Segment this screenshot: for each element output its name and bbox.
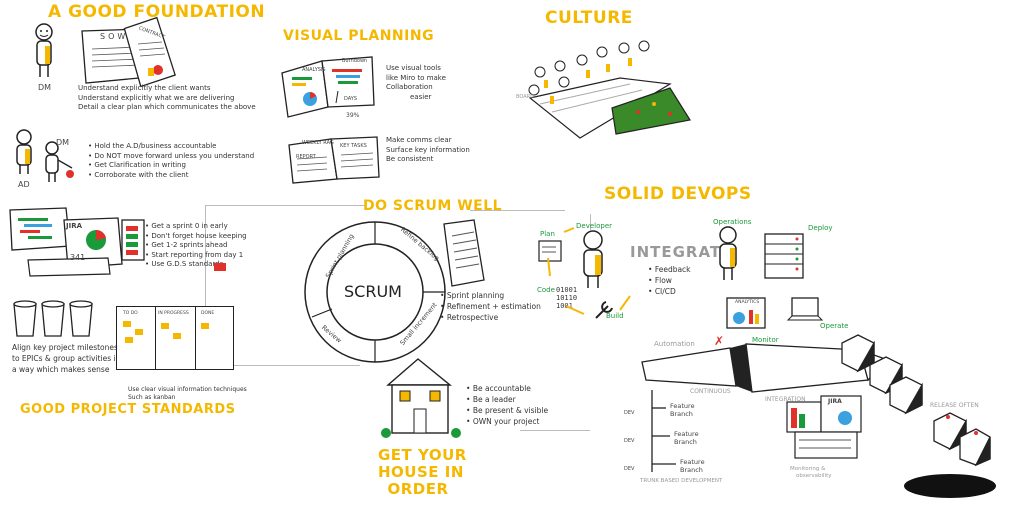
separator-line xyxy=(220,365,360,366)
trunk-branches-icon xyxy=(651,390,676,472)
days-label: DAYS xyxy=(344,96,358,102)
kanban-note: Use clear visual information techniques … xyxy=(128,386,247,401)
operations-label: Operations xyxy=(713,218,752,226)
deploy-label: Deploy xyxy=(808,224,833,232)
scrum-title: DO SCRUM WELL xyxy=(363,198,503,214)
feature-branch-3: Feature Branch xyxy=(680,458,705,474)
gds-logo-icon xyxy=(214,263,226,271)
monitor-label: Monitor xyxy=(752,336,779,344)
binary-code: 01001 10110 1001 xyxy=(556,286,578,310)
sow-label: SOW xyxy=(100,32,129,41)
monitoring-jira-label: JIRA xyxy=(828,398,842,405)
house-bullets: • Be accountable • Be a leader • Be pres… xyxy=(466,384,549,426)
analytics-label: ANALYTICS xyxy=(735,300,760,305)
project-standards-bullets: • Get a sprint 0 in early • Don't forget… xyxy=(145,222,247,268)
trunk-label: TRUNK BASED DEVELOPMENT xyxy=(640,478,723,484)
house-icon xyxy=(381,358,461,438)
kanban-col-done: DONE xyxy=(201,311,215,316)
weekly-rag-label: WEEKLY RAG xyxy=(302,140,334,146)
ad-figure-icon xyxy=(16,129,32,174)
analytics-screen-icon xyxy=(726,297,766,329)
automation-label: Automation xyxy=(654,340,695,348)
visual-planning-title: VISUAL PLANNING xyxy=(283,28,435,44)
dm-label: DM xyxy=(38,83,52,92)
milestones-notes: Align key project milestones to EPICs & … xyxy=(12,343,121,374)
dev-label-1: DEV xyxy=(624,410,635,416)
kanban-col-todo: TO DO xyxy=(123,311,138,316)
dm2-label: DM xyxy=(56,138,70,147)
house-title: GET YOUR HOUSE IN ORDER xyxy=(378,446,467,498)
separator-line xyxy=(590,214,591,230)
separator-line xyxy=(205,205,206,365)
scrum-center-label: SCRUM xyxy=(344,282,402,301)
burndown-label: Burndown xyxy=(342,58,368,64)
shadow-icon xyxy=(904,474,996,498)
pct-label: 39% xyxy=(346,112,360,119)
separator-line xyxy=(205,205,365,206)
devops-cycle-arrows xyxy=(547,227,631,315)
culture-stadium-icon xyxy=(528,40,691,139)
ci-pipeline-icon xyxy=(641,343,890,393)
separator-line xyxy=(470,210,565,211)
foundation-notes: Understand explicitly the client wants U… xyxy=(78,84,256,111)
weekly-rag-report-icon xyxy=(288,136,380,184)
plan-label: Plan xyxy=(540,230,555,238)
monitoring-label: Monitoring & observability xyxy=(790,466,832,479)
devops-title: SOLID DEVOPS xyxy=(604,184,752,204)
foundation-bullets: • Hold the A.D/business accountable • Do… xyxy=(88,142,255,179)
visual-notes-2: Make comms clear Surface key information… xyxy=(386,136,470,163)
ad-label: AD xyxy=(18,180,30,189)
dm-pointing-figure-icon xyxy=(45,141,74,182)
developer-label: Developer xyxy=(576,222,613,230)
integrate-label: INTEGRATE xyxy=(630,243,733,261)
scrum-cycle-icon xyxy=(304,221,446,363)
jira-dashboard-icon xyxy=(9,207,145,277)
developer-figure-icon xyxy=(583,230,603,288)
analysis-report-icon xyxy=(281,56,375,118)
build-wrench-icon xyxy=(595,301,613,319)
foundation-title: A GOOD FOUNDATION xyxy=(48,2,266,22)
backlog-scroll-icon xyxy=(443,219,485,287)
plan-document-icon xyxy=(538,240,562,262)
code-label: Code xyxy=(537,286,555,294)
visual-notes-1: Use visual tools like Miro to make Colla… xyxy=(386,64,446,101)
jira-label: JIRA xyxy=(66,222,83,230)
dm-figure-icon xyxy=(35,23,53,77)
separator-line xyxy=(520,430,590,431)
culture-board-label: BOARD xyxy=(516,94,534,100)
monitoring-dashboards-icon xyxy=(786,395,862,459)
build-label: Build xyxy=(606,312,624,320)
kanban-board: TO DO IN PROGRESS DONE xyxy=(116,306,234,370)
separator-line xyxy=(545,40,546,130)
operations-figure-icon xyxy=(719,226,737,280)
culture-title: CULTURE xyxy=(545,8,633,28)
milestone-bins-icon xyxy=(13,300,93,337)
scrum-bullets: • Sprint planning • Refinement + estimat… xyxy=(440,291,541,322)
cross-icon: ✗ xyxy=(714,334,725,348)
integrate-bullets: • Feedback • Flow • CI/CD xyxy=(648,265,691,296)
integration-label: INTEGRATION xyxy=(765,396,806,403)
laptop-icon xyxy=(786,297,824,321)
report-label: REPORT xyxy=(296,154,316,160)
dev-label-2: DEV xyxy=(624,438,635,444)
jira-number-label: 341 xyxy=(70,253,86,262)
release-boxes-icon xyxy=(841,334,991,467)
operate-label: Operate xyxy=(820,322,849,330)
project-standards-title: GOOD PROJECT STANDARDS xyxy=(20,402,236,417)
server-rack-icon xyxy=(764,233,804,279)
key-tasks-label: KEY TASKS xyxy=(340,143,367,149)
kanban-col-inprogress: IN PROGRESS xyxy=(158,311,189,316)
feature-branch-1: Feature Branch xyxy=(670,402,695,418)
dev-label-3: DEV xyxy=(624,466,635,472)
analysis-label: ANALYSIS xyxy=(302,67,326,73)
continuous-label: CONTINUOUS xyxy=(690,388,731,395)
feature-branch-2: Feature Branch xyxy=(674,430,699,446)
release-often-label: RELEASE OFTEN xyxy=(930,402,979,409)
contract-scroll-icon xyxy=(123,16,176,88)
